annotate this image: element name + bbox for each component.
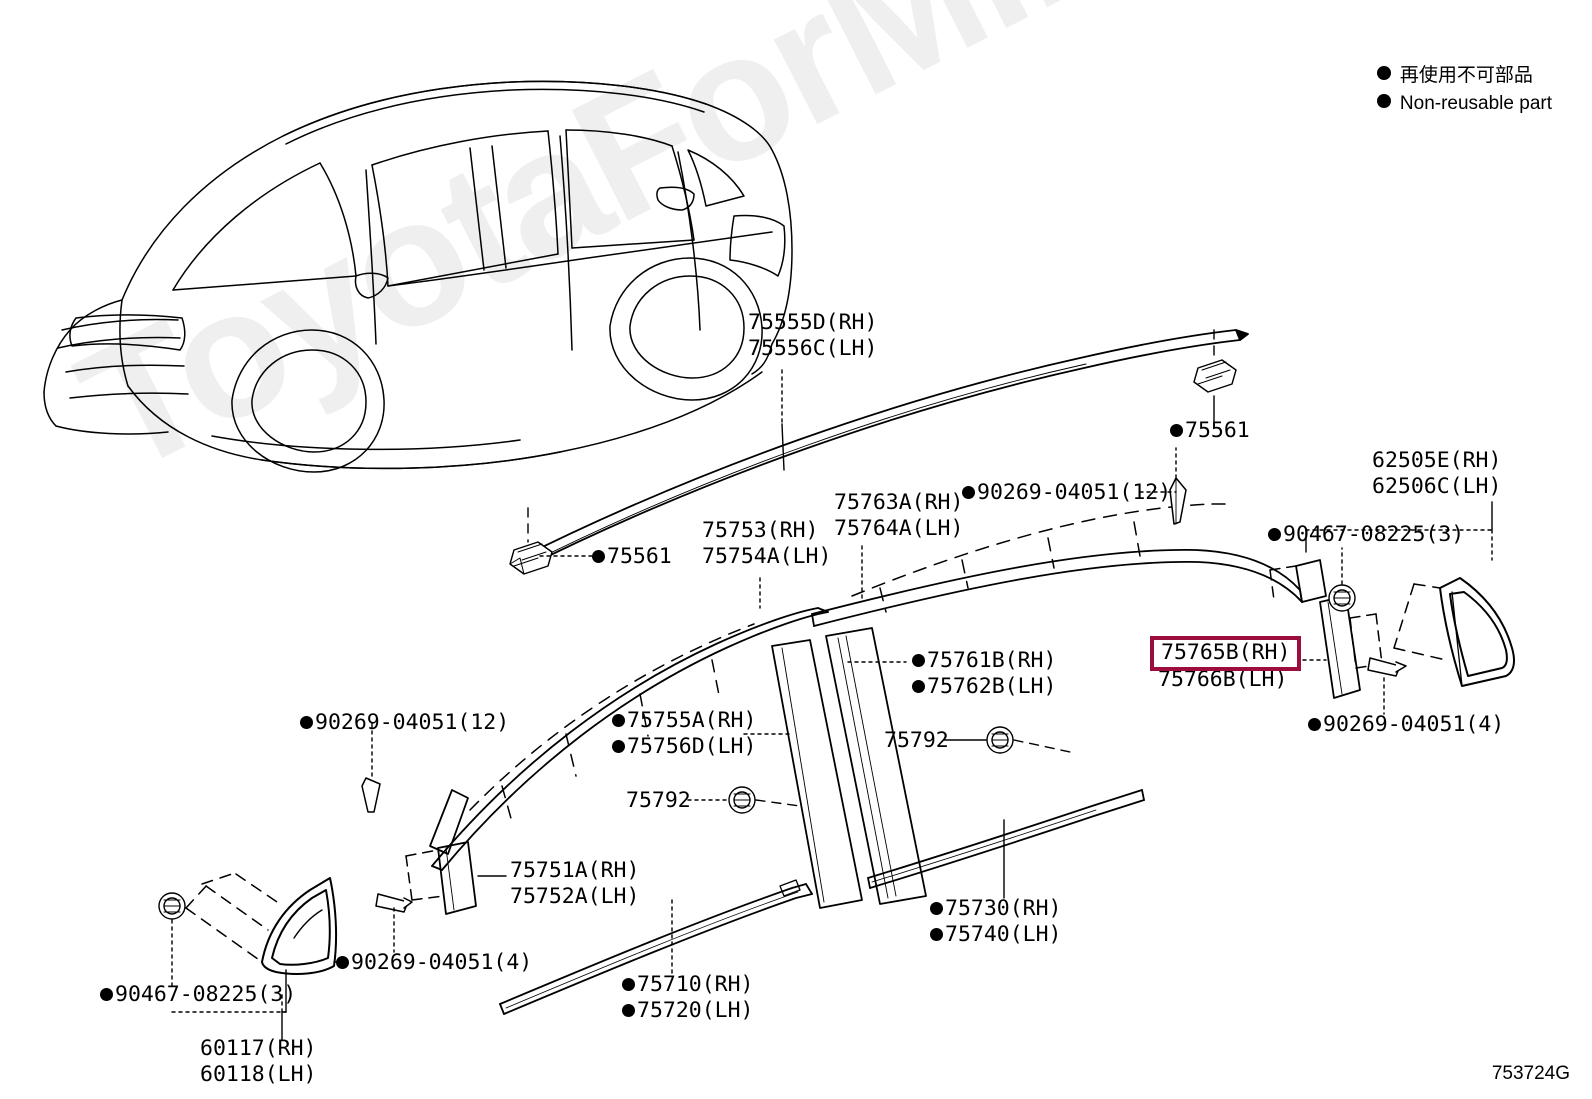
vehicle-illustration (43, 80, 793, 473)
filled-circle-icon (912, 654, 925, 667)
legend-label-ja: 再使用不可部品 (1399, 65, 1533, 86)
part-rear-belt-moulding (811, 549, 1303, 627)
label-rear-corner-cover-rh: 75765B(RH) (1161, 640, 1291, 665)
label-rear-door-belt: 75730(RH) 75740(LH) (930, 896, 1062, 948)
label-clip-75792-lower: 75792 (626, 788, 691, 813)
part-pillar-cover-front (771, 639, 863, 909)
filled-circle-icon (612, 714, 625, 727)
legend-row-ja: 再使用不可部品 (1376, 62, 1552, 90)
filled-circle-icon (930, 902, 943, 915)
legend: 再使用不可部品 Non-reusable part (1376, 62, 1552, 118)
label-clip-75792-upper: 75792 (884, 728, 949, 753)
label-front-belt-moulding: 75753(RH) 75754A(LH) (702, 518, 832, 569)
leader-lines (171, 329, 1493, 1041)
label-screw-90269-lower: 90269-04051(4) (336, 950, 532, 975)
filled-circle-icon (622, 1004, 635, 1017)
filled-circle-icon (1376, 66, 1391, 80)
guide-dashed-left-glass (185, 871, 281, 963)
diagram-id: 753724G (1491, 1063, 1570, 1084)
part-front-belt-moulding (431, 607, 829, 871)
filled-circle-icon (336, 956, 349, 969)
label-pillar-cover-front: 75755A(RH) 75756D(LH) (612, 708, 756, 760)
filled-circle-icon (930, 928, 943, 941)
label-roof-moulding: 75555D(RH) 75556C(LH) (748, 310, 878, 361)
part-upper-cover-right (1295, 559, 1327, 603)
label-clip-90467-left: 90467-08225(3) (100, 982, 296, 1007)
label-front-corner-cover: 75751A(RH) 75752A(LH) (510, 858, 640, 909)
filled-circle-icon (1268, 528, 1281, 541)
part-quarter-glass-left (261, 877, 338, 975)
filled-circle-icon (912, 680, 925, 693)
clip-75561-right (1193, 359, 1237, 393)
clip-90467-left (158, 892, 186, 920)
part-rear-door-belt (867, 789, 1145, 889)
part-front-corner-cover-left (437, 841, 477, 915)
guide-dashed-front-belt (469, 623, 755, 823)
label-clip-75561-left: 75561 (592, 544, 672, 569)
label-quarter-glass-left: 60117(RH) 60118(LH) (200, 1036, 317, 1087)
label-screw-90269-right: 90269-04051(4) (1308, 712, 1504, 737)
screw-90269-top (1169, 477, 1187, 525)
part-front-door-belt (499, 883, 813, 1015)
screw-90269-left (361, 777, 381, 813)
screw-90269-right (1367, 657, 1407, 677)
part-upper-corner-cover-left (429, 789, 469, 855)
filled-circle-icon (300, 716, 313, 729)
legend-row-en: Non-reusable part (1376, 90, 1552, 118)
part-quarter-glass-right (1439, 577, 1515, 687)
filled-circle-icon (1308, 718, 1321, 731)
clip-75792-upper (986, 726, 1014, 754)
filled-circle-icon (1376, 94, 1391, 108)
filled-circle-icon (962, 486, 975, 499)
guide-dashed-right-glass (1393, 583, 1447, 661)
legend-label-en: Non-reusable part (1399, 93, 1552, 114)
label-pillar-cover-rear: 75761B(RH) 75762B(LH) (912, 648, 1056, 700)
label-front-door-belt: 75710(RH) 75720(LH) (622, 972, 754, 1024)
filled-circle-icon (622, 978, 635, 991)
label-rear-corner-cover-lh: 75766B(LH) (1158, 667, 1288, 692)
label-clip-90467-right: 90467-08225(3) (1268, 522, 1464, 547)
label-screw-90269-top: 90269-04051(12) (962, 480, 1171, 505)
label-screw-90269-left: 90269-04051(12) (300, 710, 509, 735)
part-pillar-cover-rear (825, 627, 927, 905)
label-quarter-glass-right: 62505E(RH) 62506C(LH) (1372, 448, 1502, 499)
screw-90269-lower (375, 893, 413, 913)
filled-circle-icon (592, 550, 605, 563)
clip-75561-left (509, 541, 553, 575)
filled-circle-icon (100, 988, 113, 1001)
filled-circle-icon (1170, 424, 1183, 437)
clip-90467-right (1328, 584, 1356, 612)
highlighted-part-label: 75765B(RH) (1150, 636, 1302, 671)
label-clip-75561-right: 75561 (1170, 418, 1250, 443)
label-rear-belt-moulding: 75763A(RH) 75764A(LH) (834, 490, 964, 541)
clip-75792-lower (728, 786, 756, 814)
guide-dashed-rear-belt (851, 503, 1231, 597)
filled-circle-icon (612, 740, 625, 753)
